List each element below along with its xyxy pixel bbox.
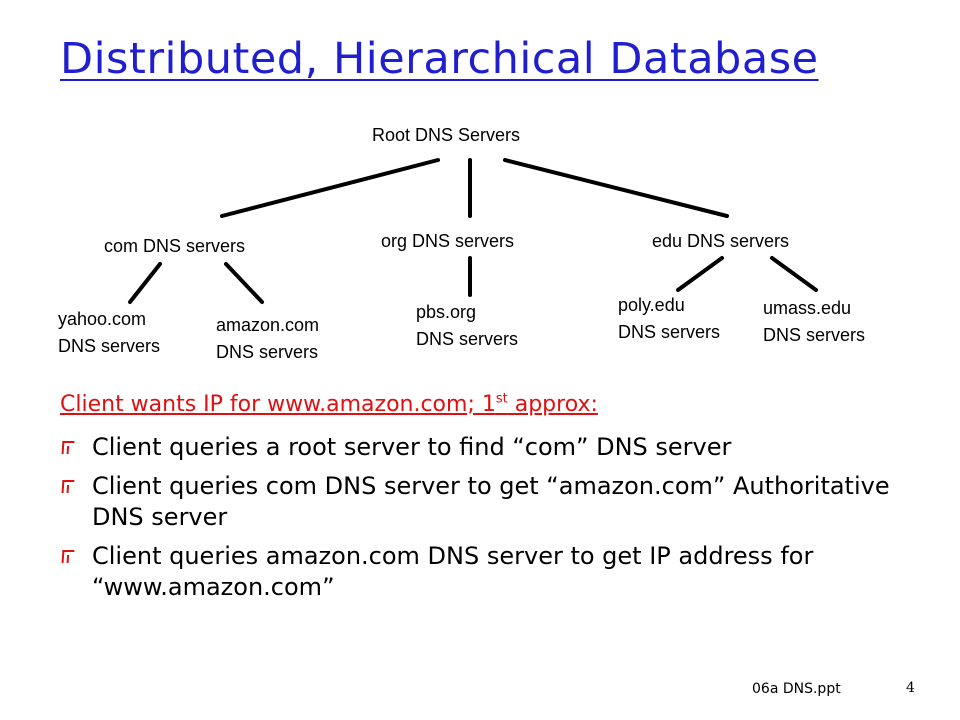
pbs-servers: DNS servers xyxy=(416,329,519,349)
org-dns-node: org DNS servers xyxy=(381,231,515,251)
amazon-dns-node: amazon.com DNS servers xyxy=(216,312,319,366)
bullet-list: Client queries a root server to find “co… xyxy=(60,432,920,611)
umass-servers: DNS servers xyxy=(763,325,866,345)
bullet-marker-icon xyxy=(61,550,75,563)
footer-filename: 06a DNS.ppt xyxy=(752,681,841,697)
edu-dns-node: edu DNS servers xyxy=(652,231,790,251)
footer-page-number: 4 xyxy=(906,680,915,696)
yahoo-domain: yahoo.com xyxy=(58,309,147,329)
subhead-tail: approx: xyxy=(507,392,598,417)
bullet-item: Client queries amazon.com DNS server to … xyxy=(60,541,920,603)
com-dns-node: com DNS servers xyxy=(104,236,246,256)
edge-root-com xyxy=(220,158,440,218)
approx-subheading: Client wants IP for www.amazon.com; 1st … xyxy=(60,392,598,417)
slide-title: Distributed, Hierarchical Database xyxy=(60,34,819,84)
bullet-text: Client queries amazon.com DNS server to … xyxy=(92,542,814,601)
poly-dns-node: poly.edu DNS servers xyxy=(618,292,720,346)
subhead-text: Client wants IP for www.amazon.com; 1 xyxy=(60,392,496,417)
amazon-servers: DNS servers xyxy=(216,342,319,362)
umass-dns-node: umass.edu DNS servers xyxy=(763,295,865,349)
amazon-domain: amazon.com xyxy=(216,315,320,335)
yahoo-dns-node: yahoo.com DNS servers xyxy=(58,306,160,360)
bullet-text: Client queries com DNS server to get “am… xyxy=(92,472,890,531)
edge-com-yahoo xyxy=(128,262,162,304)
poly-servers: DNS servers xyxy=(618,322,721,342)
root-dns-node: Root DNS Servers xyxy=(372,125,521,145)
edge-com-amazon xyxy=(224,262,264,304)
bullet-item: Client queries com DNS server to get “am… xyxy=(60,471,920,533)
yahoo-servers: DNS servers xyxy=(58,336,161,356)
umass-domain: umass.edu xyxy=(763,298,852,318)
poly-domain: poly.edu xyxy=(618,295,685,315)
bullet-marker-icon xyxy=(61,441,75,454)
subhead-superscript: st xyxy=(495,391,508,407)
bullet-text: Client queries a root server to find “co… xyxy=(92,433,732,461)
bullet-marker-icon xyxy=(61,480,75,493)
bullet-item: Client queries a root server to find “co… xyxy=(60,432,920,463)
pbs-dns-node: pbs.org DNS servers xyxy=(416,299,518,353)
edge-edu-poly xyxy=(676,256,724,292)
pbs-domain: pbs.org xyxy=(416,302,477,322)
edge-edu-umass xyxy=(770,256,818,292)
edge-root-edu xyxy=(503,158,729,218)
